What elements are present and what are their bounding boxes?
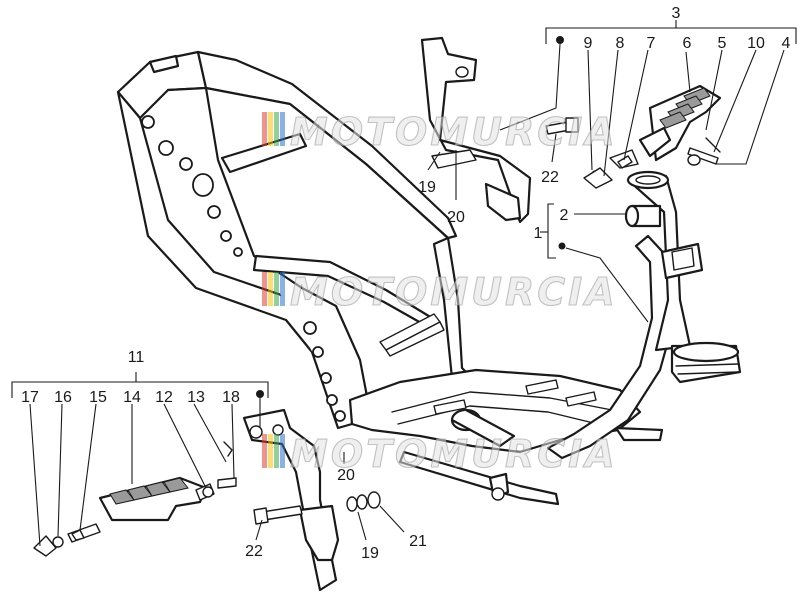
callout-22-top: 22 <box>541 169 559 186</box>
rear-bracket-upper <box>420 36 579 224</box>
right-footrest-assembly <box>583 84 722 189</box>
callout-19-bottom: 19 <box>361 545 379 562</box>
callout-4: 4 <box>782 35 791 52</box>
callout-16: 16 <box>54 389 72 406</box>
watermark-text: MOTOMURCIA <box>290 270 618 314</box>
callout-7: 7 <box>647 35 656 52</box>
callout-1: 1 <box>534 225 543 242</box>
watermark-middle: MOTOMURCIA <box>262 269 618 315</box>
callout-11: 11 <box>128 349 145 366</box>
watermark-text: MOTOMURCIA <box>290 110 618 154</box>
callout-20-top: 20 <box>447 209 465 226</box>
callout-17: 17 <box>21 389 39 406</box>
callout-18: 18 <box>222 389 240 406</box>
callout-12: 12 <box>155 389 173 406</box>
callout-20-bottom: 20 <box>337 467 355 484</box>
watermark-bottom: MOTOMURCIA <box>262 431 618 477</box>
callout-8: 8 <box>616 35 625 52</box>
callout-21: 21 <box>409 533 427 550</box>
watermark-top: MOTOMURCIA <box>262 109 618 155</box>
callout-13: 13 <box>187 389 205 406</box>
callout-labels: 3 9 8 7 6 5 10 4 2 1 19 20 22 11 17 16 1… <box>21 5 790 562</box>
steering-head-tube <box>624 170 742 384</box>
callout-6: 6 <box>683 35 692 52</box>
watermark-text: MOTOMURCIA <box>290 432 618 476</box>
callout-22-bottom: 22 <box>245 543 263 560</box>
callout-5: 5 <box>718 35 727 52</box>
callout-14: 14 <box>123 389 141 406</box>
callout-15: 15 <box>89 389 107 406</box>
callout-10: 10 <box>747 35 765 52</box>
leader-lines <box>11 20 797 547</box>
main-frame <box>116 50 676 506</box>
left-footrest-assembly <box>33 441 237 557</box>
callout-9: 9 <box>584 35 593 52</box>
callout-3: 3 <box>672 5 681 22</box>
callout-2: 2 <box>560 207 569 224</box>
callout-19-top: 19 <box>418 179 436 196</box>
